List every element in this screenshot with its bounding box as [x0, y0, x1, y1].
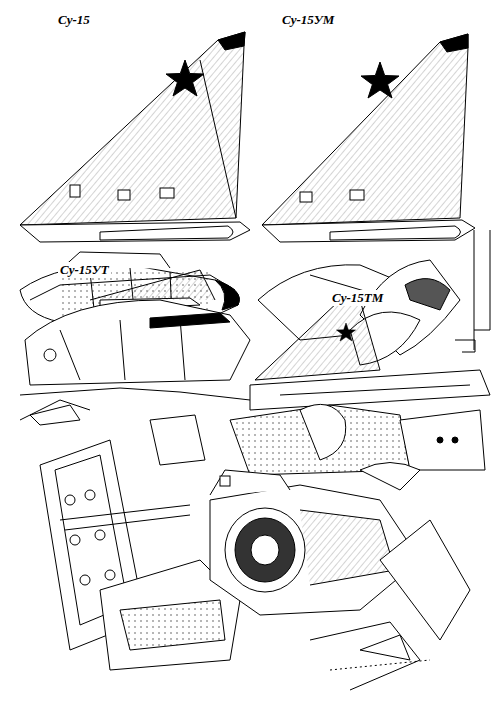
wingtip-detail [310, 622, 430, 690]
tail-su15tm [230, 300, 490, 490]
engine-nozzle [210, 470, 470, 640]
fin-su15um [262, 34, 475, 242]
variant-label: Су-15ТМ [330, 290, 385, 306]
fin-su15 [20, 32, 250, 242]
landing-gear-door [20, 400, 240, 670]
variant-label: Су-15 [56, 12, 92, 28]
variant-label: Су-15УМ [280, 12, 336, 28]
variant-label: Су-15УТ [58, 262, 111, 278]
canopy-su15ut [20, 270, 250, 465]
